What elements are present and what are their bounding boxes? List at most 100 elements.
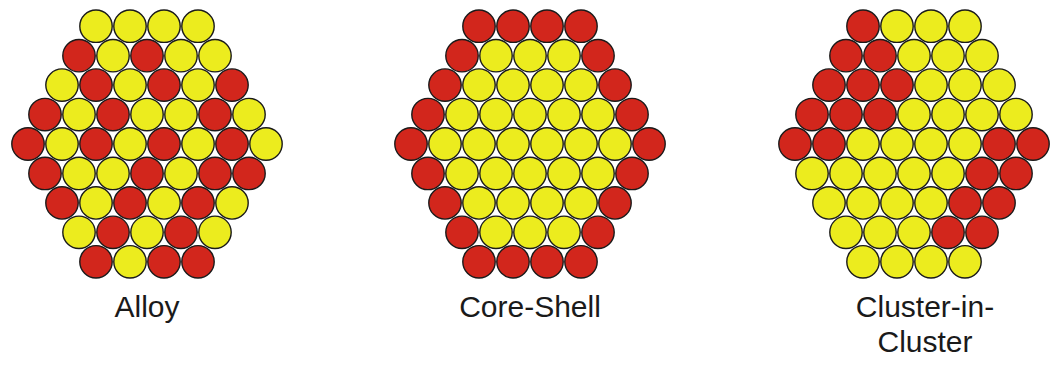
atom-circle [898, 98, 930, 130]
atom-circle [966, 39, 998, 71]
atom-circle [548, 216, 580, 248]
atom-circle [514, 216, 546, 248]
atom-circle [97, 157, 129, 189]
atom-circle [446, 216, 478, 248]
atom-circle [412, 157, 444, 189]
atom-circle [114, 10, 146, 42]
atom-circle [63, 216, 95, 248]
atom-circle [531, 69, 563, 101]
atom-circle [813, 69, 845, 101]
atom-circle [216, 69, 248, 101]
atom-circle [915, 10, 947, 42]
atom-circle [199, 157, 231, 189]
atom-circle [199, 216, 231, 248]
atom-circle [796, 157, 828, 189]
atom-circle [915, 128, 947, 160]
atom-circle [114, 246, 146, 278]
atom-circle [114, 187, 146, 219]
atom-circle [250, 128, 282, 160]
atom-circle [915, 69, 947, 101]
atom-circle [182, 128, 214, 160]
atom-circle [63, 39, 95, 71]
atom-circle [97, 39, 129, 71]
atom-circle [463, 187, 495, 219]
atom-circle [531, 187, 563, 219]
atom-circle [983, 187, 1015, 219]
atom-circle [148, 10, 180, 42]
atom-circle [633, 128, 665, 160]
atom-circle [898, 39, 930, 71]
atom-circle [983, 69, 1015, 101]
atom-circle [514, 157, 546, 189]
atom-circle [148, 69, 180, 101]
atom-circle [63, 98, 95, 130]
atom-circle [531, 10, 563, 42]
atom-circle [1000, 157, 1032, 189]
atom-circle [582, 157, 614, 189]
atom-circle [80, 10, 112, 42]
atom-circle [165, 157, 197, 189]
structure-label: Cluster-in-Cluster [830, 290, 1020, 359]
atom-circle [463, 246, 495, 278]
atom-circle [480, 216, 512, 248]
atom-circle [949, 128, 981, 160]
atom-circle [497, 128, 529, 160]
atom-circle [46, 69, 78, 101]
atom-circle [898, 216, 930, 248]
atom-circle [616, 98, 648, 130]
atom-circle [582, 98, 614, 130]
atom-circle [966, 98, 998, 130]
atom-circle [114, 128, 146, 160]
atom-circle [514, 39, 546, 71]
atom-circle [949, 10, 981, 42]
atom-circle [446, 39, 478, 71]
atom-circle [830, 216, 862, 248]
atom-circle [497, 69, 529, 101]
atom-circle [29, 98, 61, 130]
atom-circle [932, 216, 964, 248]
atom-circle [80, 187, 112, 219]
atom-circle [497, 246, 529, 278]
atom-circle [199, 39, 231, 71]
atom-circle [131, 157, 163, 189]
atom-circle [616, 157, 648, 189]
atom-circle [830, 157, 862, 189]
atom-circle [531, 128, 563, 160]
atom-circle [131, 39, 163, 71]
atom-circle [881, 246, 913, 278]
atom-circle [131, 98, 163, 130]
atom-circle [565, 187, 597, 219]
atom-circle [898, 157, 930, 189]
atom-circle [531, 246, 563, 278]
atom-circle [847, 246, 879, 278]
atom-circle [1000, 98, 1032, 130]
atom-circle [599, 128, 631, 160]
atom-circle [80, 69, 112, 101]
atom-circle [97, 216, 129, 248]
atom-circle [182, 10, 214, 42]
atom-circle [565, 246, 597, 278]
structure-label: Alloy [47, 290, 247, 325]
atom-circle [514, 98, 546, 130]
atom-circle [599, 69, 631, 101]
atom-circle [233, 98, 265, 130]
atom-circle [949, 69, 981, 101]
atom-circle [1017, 128, 1049, 160]
atom-circle [446, 157, 478, 189]
atom-circle [233, 157, 265, 189]
atom-circle [779, 128, 811, 160]
atom-circle [412, 98, 444, 130]
atom-circle [847, 69, 879, 101]
atom-circle [949, 246, 981, 278]
atom-circle [429, 187, 461, 219]
atom-circle [46, 128, 78, 160]
atom-circle [565, 10, 597, 42]
atom-circle [813, 128, 845, 160]
atom-circle [881, 128, 913, 160]
atom-circle [182, 187, 214, 219]
atom-circle [148, 246, 180, 278]
atom-circle [582, 216, 614, 248]
atom-circle [131, 216, 163, 248]
atom-circle [813, 187, 845, 219]
atom-circle [548, 157, 580, 189]
